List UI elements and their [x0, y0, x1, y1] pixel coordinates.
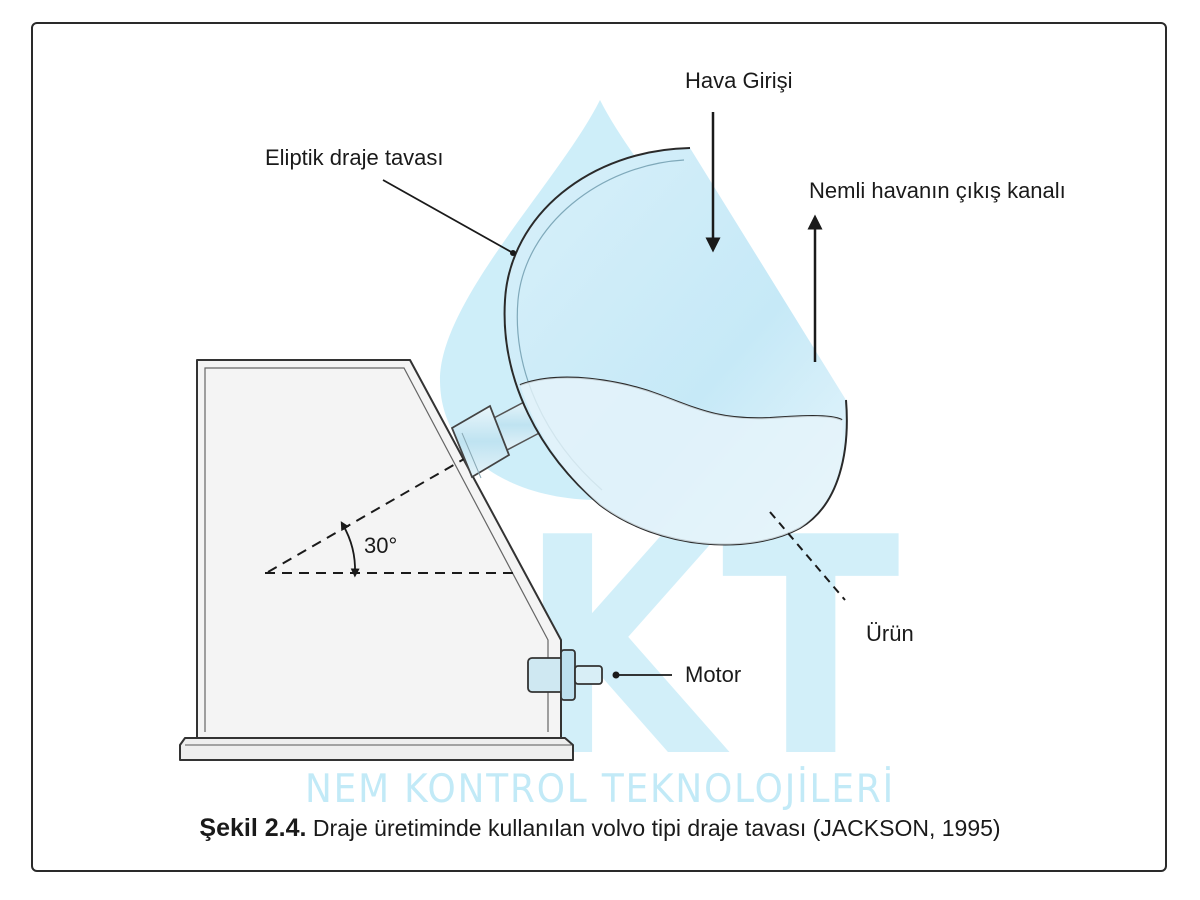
air-outlet-label: Nemli havanın çıkış kanalı	[809, 178, 1066, 203]
caption-text: Draje üretiminde kullanılan volvo tipi d…	[312, 815, 1001, 841]
product-label: Ürün	[866, 621, 914, 646]
watermark-company: NEM KONTROL TEKNOLOJİLERİ	[305, 766, 895, 812]
base-plate	[179, 737, 574, 761]
pan-label: Eliptik draje tavası	[265, 145, 444, 170]
angle-arc	[340, 521, 360, 578]
figure-caption: Şekil 2.4. Draje üretiminde kullanılan v…	[0, 814, 1200, 843]
air-inlet-label: Hava Girişi	[685, 68, 793, 93]
motor-label: Motor	[685, 662, 741, 687]
coating-pan	[503, 147, 848, 546]
angle-label: 30°	[364, 533, 397, 558]
product-leader-line	[769, 511, 846, 601]
machine-housing	[196, 359, 562, 739]
pan-leader-line	[382, 179, 514, 254]
motor	[527, 649, 603, 701]
caption-number: Şekil 2.4.	[199, 814, 307, 842]
